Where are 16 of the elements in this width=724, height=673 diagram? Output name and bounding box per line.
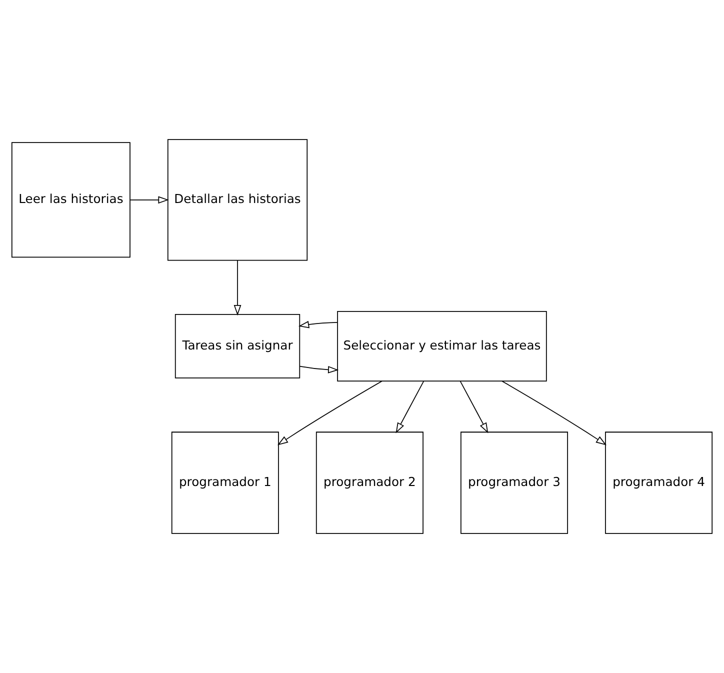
arrow (277, 380, 382, 446)
node-box: Leer las historias (11, 142, 130, 258)
arrow (502, 380, 607, 446)
node-box: Tareas sin asignar (174, 314, 300, 378)
arrow (460, 380, 488, 434)
node-box: programador 1 (171, 432, 279, 534)
node-box: programador 4 (605, 432, 713, 534)
node-box: Seleccionar y estimar las tareas (337, 310, 547, 382)
node-box: programador 2 (316, 432, 424, 534)
arrow (130, 196, 169, 204)
arrow (396, 380, 424, 434)
node-box: programador 3 (460, 432, 568, 534)
arrow (234, 260, 242, 316)
node-box: Detallar las historias (167, 139, 308, 261)
arrow (298, 320, 338, 328)
arrow (299, 366, 339, 374)
